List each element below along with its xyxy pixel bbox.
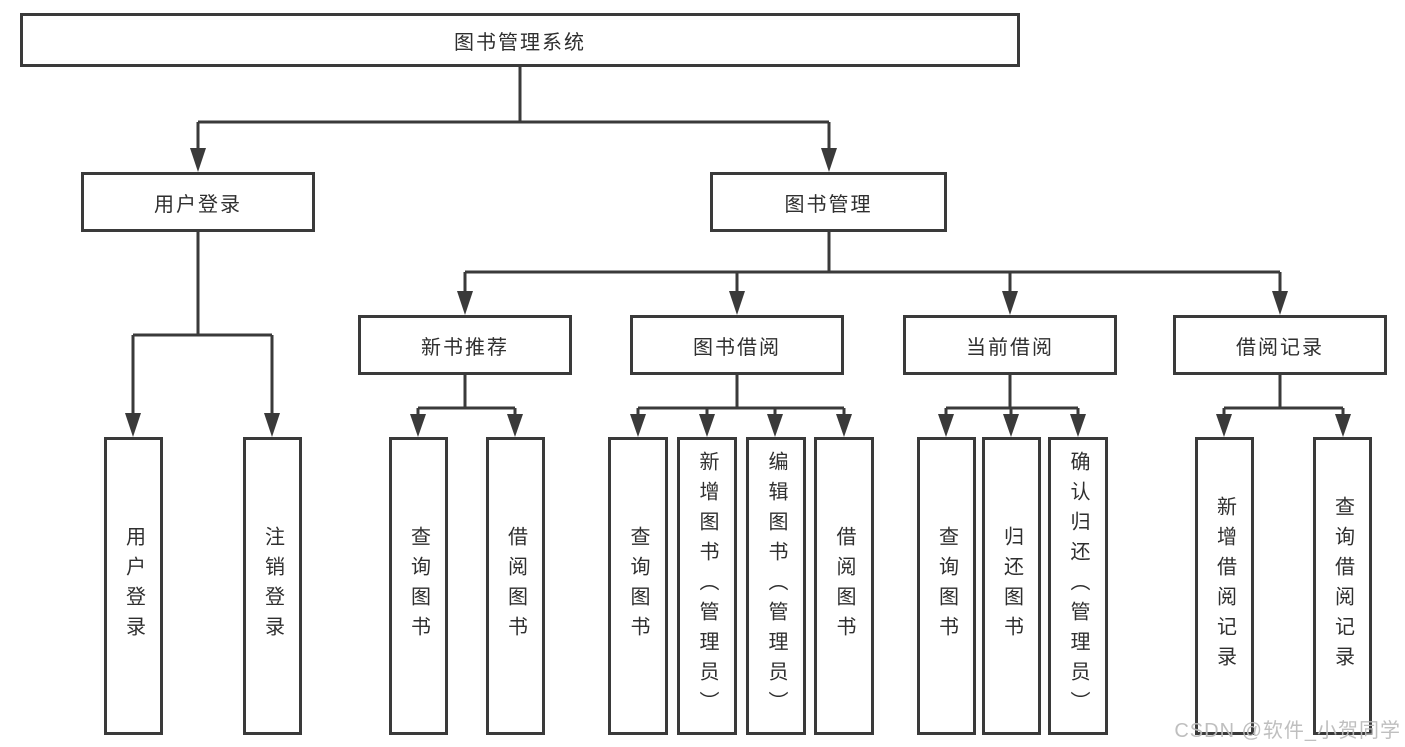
node-leaf-query-books-rec: 查询图书: [389, 437, 448, 735]
node-leaf-user-login: 用户登录: [104, 437, 163, 735]
connector-book-mgmt-to-sections: [457, 232, 1288, 315]
node-book-borrowing-label: 图书借阅: [693, 336, 781, 359]
node-leaf-query-borrow-record-label: 查询借阅记录: [1331, 496, 1354, 676]
node-leaf-confirm-return-admin: 确认归还（管理员）: [1048, 437, 1108, 735]
connector-new-book-rec-to-children: [410, 375, 523, 437]
node-leaf-query-books-borrow: 查询图书: [608, 437, 668, 735]
node-leaf-user-login-label: 用户登录: [122, 526, 145, 646]
node-leaf-add-borrow-record: 新增借阅记录: [1195, 437, 1254, 735]
node-user-login-label: 用户登录: [154, 193, 242, 216]
node-new-book-rec: 新书推荐: [358, 315, 572, 375]
node-leaf-add-books-admin: 新增图书（管理员）: [677, 437, 737, 735]
connector-book-borrowing-to-children: [630, 375, 852, 437]
node-leaf-borrow-books-borrow-label: 借阅图书: [833, 526, 855, 646]
node-book-borrowing: 图书借阅: [630, 315, 844, 375]
node-leaf-return-books: 归还图书: [982, 437, 1041, 735]
node-user-login: 用户登录: [81, 172, 315, 232]
csdn-watermark: CSDN @软件_小贺同学: [1174, 720, 1401, 742]
node-leaf-query-books-current-label: 查询图书: [935, 526, 958, 646]
node-root: 图书管理系统: [20, 13, 1020, 67]
node-leaf-query-books-rec-label: 查询图书: [407, 526, 430, 646]
node-leaf-return-books-label: 归还图书: [1000, 526, 1023, 646]
node-book-management: 图书管理: [710, 172, 947, 232]
node-borrow-records-label: 借阅记录: [1236, 336, 1324, 359]
node-leaf-confirm-return-admin-label: 确认归还（管理员）: [1067, 451, 1089, 721]
node-borrow-records: 借阅记录: [1173, 315, 1387, 375]
node-leaf-query-books-borrow-label: 查询图书: [627, 526, 649, 646]
node-current-borrowing: 当前借阅: [903, 315, 1117, 375]
node-new-book-rec-label: 新书推荐: [421, 336, 509, 359]
node-leaf-edit-books-admin-label: 编辑图书（管理员）: [765, 451, 787, 721]
connector-user-login-to-children: [125, 232, 280, 437]
node-book-management-label: 图书管理: [784, 193, 873, 216]
node-leaf-query-borrow-record: 查询借阅记录: [1313, 437, 1372, 735]
node-leaf-logout: 注销登录: [243, 437, 302, 735]
node-leaf-edit-books-admin: 编辑图书（管理员）: [746, 437, 806, 735]
node-leaf-borrow-books-rec-label: 借阅图书: [504, 526, 527, 646]
node-root-label: 图书管理系统: [454, 31, 586, 54]
connector-borrow-records-to-children: [1216, 375, 1351, 437]
node-current-borrowing-label: 当前借阅: [966, 336, 1054, 359]
node-leaf-add-books-admin-label: 新增图书（管理员）: [696, 451, 718, 721]
node-leaf-logout-label: 注销登录: [261, 526, 284, 646]
connector-root-to-branches: [190, 67, 837, 172]
node-leaf-borrow-books-borrow: 借阅图书: [814, 437, 874, 735]
node-leaf-query-books-current: 查询图书: [917, 437, 976, 735]
node-leaf-add-borrow-record-label: 新增借阅记录: [1213, 496, 1236, 676]
connector-current-borrowing-to-children: [938, 375, 1086, 437]
node-leaf-borrow-books-rec: 借阅图书: [486, 437, 545, 735]
